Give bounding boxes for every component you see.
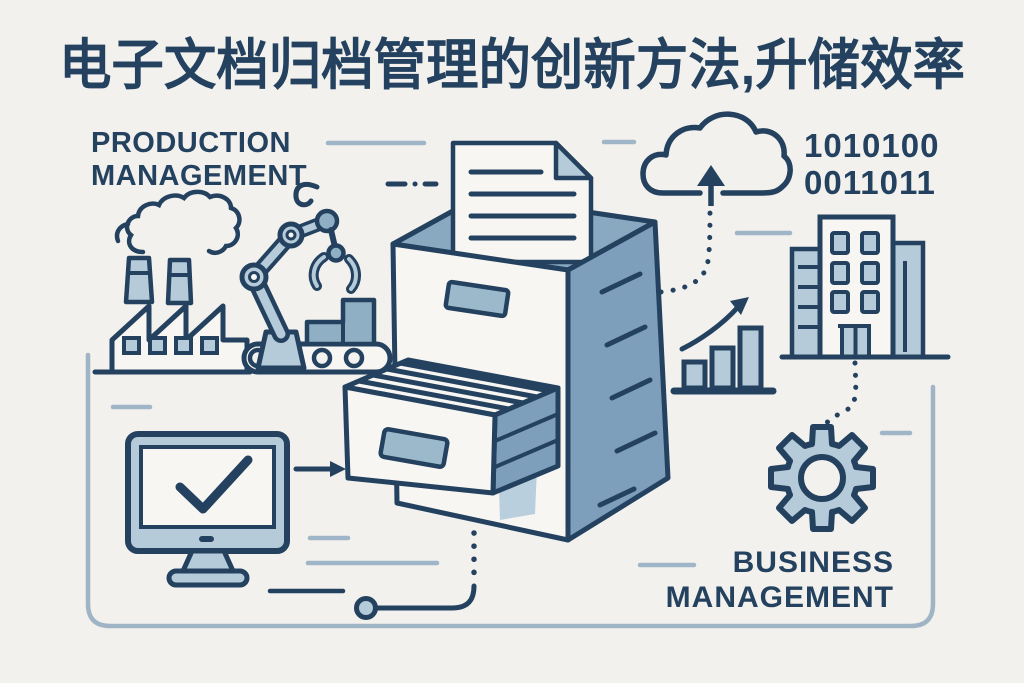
monitor-neck — [180, 548, 236, 574]
gear-icon — [768, 424, 876, 532]
chimney — [165, 257, 194, 306]
roller — [343, 347, 365, 369]
bottom-connector — [354, 530, 477, 620]
handle-plate — [443, 279, 511, 319]
binary-line2: 0011011 — [804, 164, 936, 201]
monitor-base — [166, 568, 250, 588]
factory-window — [148, 336, 167, 355]
production-label-line2: MANAGEMENT — [91, 160, 307, 192]
dotted-connector-cloud — [658, 208, 713, 295]
open-drawer-handle — [378, 427, 450, 469]
factory-window — [174, 336, 193, 355]
hatch — [614, 430, 658, 454]
monitor-checkmark-icon — [125, 431, 346, 588]
hatch — [599, 271, 643, 295]
building-right-wing — [890, 240, 926, 360]
chart-bar — [709, 345, 736, 391]
building-window — [830, 231, 850, 255]
gripper-claw-left-fill — [311, 255, 326, 288]
elbow-pin — [248, 271, 260, 283]
factory-window — [122, 336, 141, 355]
conveyor-boxes — [304, 297, 377, 347]
accent-lines — [110, 139, 913, 594]
cabinet-side-hatches — [597, 271, 658, 508]
building-window — [860, 261, 880, 285]
robot-arm-icon — [239, 208, 393, 375]
connector-node — [354, 596, 378, 620]
growth-arrow-head — [730, 297, 749, 315]
handle-plate — [378, 427, 450, 469]
document-text-lines — [468, 169, 577, 241]
curl-stroke — [293, 181, 320, 208]
business-label-line2: MANAGEMENT — [666, 581, 894, 614]
gear-hole — [798, 454, 846, 502]
checkmark-icon — [175, 455, 253, 514]
file-divider — [386, 366, 538, 400]
building-windows — [830, 231, 880, 314]
growth-arrow-curve — [679, 304, 741, 352]
chart-bar — [681, 359, 708, 391]
closed-drawer-handle — [443, 279, 511, 319]
left-wing-floors — [798, 265, 820, 329]
roller — [311, 347, 333, 369]
factory-icon — [92, 189, 253, 375]
page-title: 电子文档归档管理的创新方法,升储效率 — [59, 34, 965, 96]
business-label-line1: BUSINESS — [733, 546, 894, 579]
chimney — [123, 255, 155, 305]
hatch — [604, 324, 648, 348]
robot-base — [255, 329, 307, 371]
building-window — [860, 290, 880, 314]
filing-cabinet-icon — [342, 140, 671, 543]
cloud-upload-icon — [640, 111, 793, 295]
factory-windows — [122, 336, 219, 355]
monitor-screen — [139, 445, 276, 529]
connector-curve — [374, 583, 477, 611]
building-window — [830, 261, 850, 285]
hatch — [597, 486, 637, 508]
monitor-button — [199, 536, 214, 542]
wrist-ball — [314, 208, 340, 234]
frame-border — [85, 352, 936, 629]
gripper-claw-right-fill — [347, 257, 358, 291]
upload-arrow-head — [697, 165, 725, 186]
shoulder-pin — [285, 229, 297, 241]
drawer-rail — [494, 438, 559, 469]
cloud-outline — [640, 111, 793, 196]
file-divider — [372, 372, 524, 406]
file-dividers — [358, 360, 551, 412]
chimneys — [123, 255, 194, 306]
growth-chart-icon — [670, 297, 777, 395]
document-fold-corner — [553, 140, 594, 181]
building-window — [860, 231, 880, 255]
open-drawer — [342, 357, 561, 496]
dotted-connector-building — [821, 360, 859, 429]
office-building-icon — [779, 214, 951, 429]
binary-line1: 1010100 — [804, 127, 939, 164]
file-divider — [399, 360, 551, 394]
factory-window — [200, 336, 219, 355]
hatch — [609, 377, 653, 401]
smoke-curl — [114, 221, 131, 244]
chart-bar — [737, 325, 764, 391]
flow-arrow-head — [330, 461, 346, 477]
drawer-rail — [494, 412, 559, 443]
file-divider — [358, 378, 510, 412]
production-label-line1: PRODUCTION — [91, 127, 291, 159]
building-window — [830, 290, 850, 314]
document-icon — [450, 140, 594, 265]
gripper-hub — [326, 243, 346, 263]
